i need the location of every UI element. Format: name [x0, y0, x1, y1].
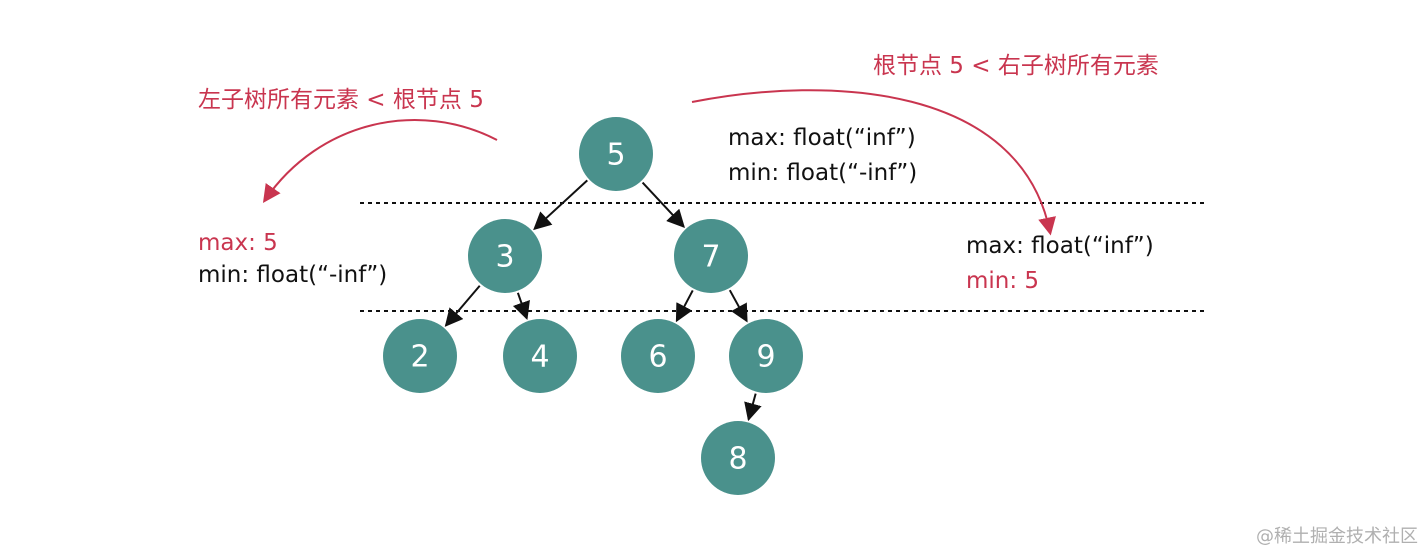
node-label: 4	[530, 340, 549, 375]
node-circle	[701, 421, 775, 495]
node-label: 3	[495, 240, 514, 275]
node-label: 2	[410, 340, 429, 375]
left-subtree-caption: 左子树所有元素 < 根节点 5	[198, 87, 484, 113]
right-subtree-caption: 根节点 5 < 右子树所有元素	[873, 53, 1159, 79]
node-label: 9	[756, 340, 775, 375]
watermark: @稀土掘金技术社区	[1256, 526, 1418, 547]
edge-n9-n8	[744, 393, 762, 422]
node-circle	[621, 319, 695, 393]
node-circle	[674, 219, 748, 293]
node-circle	[383, 319, 457, 393]
edge-n3-n2	[444, 285, 481, 327]
node-circle	[503, 319, 577, 393]
edge-n7-n9	[728, 289, 748, 323]
tree-node-8: 8	[701, 421, 775, 495]
edge-n5-n7	[641, 181, 685, 229]
root-max-label: max: float(“inf”)	[728, 125, 916, 151]
node-circle	[729, 319, 803, 393]
node-label: 7	[701, 240, 720, 275]
edge-n7-n6	[675, 289, 694, 323]
node-label: 8	[728, 442, 747, 477]
left-max-label: max: 5	[198, 230, 278, 256]
edge-n5-n3	[533, 179, 588, 231]
node-label: 6	[648, 340, 667, 375]
node-circle	[468, 219, 542, 293]
right-min-label: min: 5	[966, 268, 1040, 294]
tree-node-2: 2	[383, 319, 457, 393]
left-subtree-arrow	[262, 119, 498, 203]
right-subtree-arrow	[691, 89, 1056, 236]
tree-node-3: 3	[468, 219, 542, 293]
right-max-label: max: float(“inf”)	[966, 233, 1154, 259]
tree-node-4: 4	[503, 319, 577, 393]
tree-node-7: 7	[674, 219, 748, 293]
left-min-label: min: float(“-inf”)	[198, 262, 388, 288]
tree-node-6: 6	[621, 319, 695, 393]
node-label: 5	[606, 138, 625, 173]
root-min-label: min: float(“-inf”)	[728, 160, 918, 186]
edge-n3-n4	[512, 292, 530, 320]
tree-node-9: 9	[729, 319, 803, 393]
node-circle	[579, 117, 653, 191]
tree-node-5: 5	[579, 117, 653, 191]
